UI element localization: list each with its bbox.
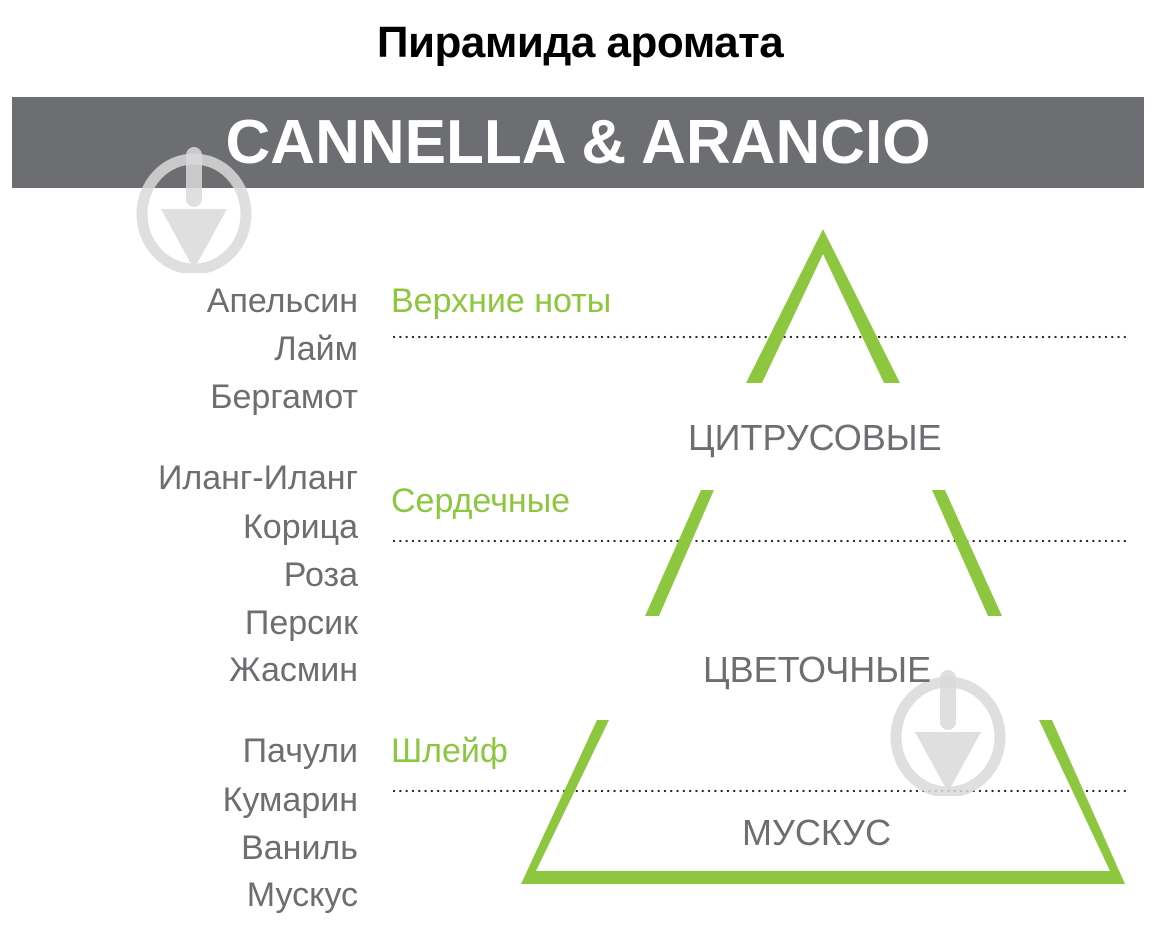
pyramid-middle-left: [645, 490, 714, 616]
category-musk: МУСКУС: [742, 812, 892, 853]
category-floral: ЦВЕТОЧНЫЕ: [703, 649, 932, 690]
category-citrus: ЦИТРУСОВЫЕ: [688, 417, 942, 458]
ingredient-rose: Роза: [283, 556, 358, 594]
tier-label-heart-notes: Сердечные: [391, 482, 571, 520]
ingredient-musk: Мускус: [246, 876, 358, 914]
download-arrow-circle-icon: [136, 147, 252, 273]
tier-label-base-notes: Шлейф: [391, 732, 508, 770]
pyramid-middle-right: [932, 490, 1002, 616]
pyramid-base: [521, 720, 1125, 884]
ingredient-patchouli: Пачули: [242, 732, 358, 770]
ingredient-orange: Апельсин: [206, 282, 358, 320]
ingredient-bergamot: Бергамот: [210, 378, 358, 416]
ingredient-lime: Лайм: [274, 330, 358, 368]
page-title: Пирамида аромата: [376, 18, 784, 67]
ingredient-cinnamon: Корица: [243, 508, 358, 546]
ingredient-peach: Персик: [244, 604, 358, 642]
ingredient-vanilla: Ваниль: [241, 829, 358, 867]
tier-label-top-notes: Верхние ноты: [391, 282, 612, 320]
download-arrow-circle-icon: [890, 670, 1006, 796]
ingredient-jasmine: Жасмин: [229, 651, 358, 689]
ingredient-coumarin: Кумарин: [222, 781, 358, 819]
product-name: CANNELLA & ARANCIO: [225, 108, 931, 177]
ingredient-ylang-ylang: Иланг-Иланг: [157, 459, 358, 497]
pyramid-top-peak: [746, 229, 900, 383]
